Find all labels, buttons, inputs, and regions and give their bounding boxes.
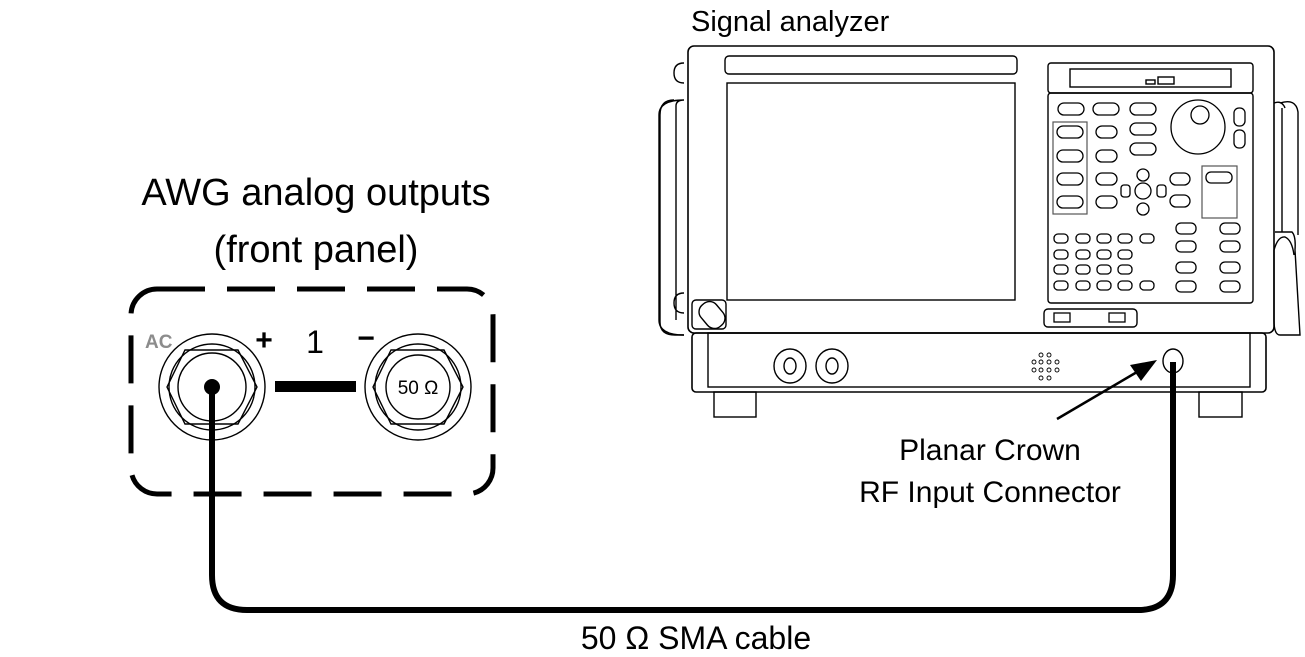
awg-front-panel: AWG analog outputs (front panel) AC + 1 … [128,172,496,497]
awg-panel-outline [128,286,496,497]
channel-number: 1 [306,324,324,360]
termination-label: 50 Ω [398,378,439,399]
rf-input-connector[interactable] [1162,348,1184,374]
awg-negative-output-connector[interactable]: 50 Ω [364,333,472,441]
channel-bar [275,381,356,392]
awg-title-line1: AWG analog outputs [141,172,490,214]
connector-label-line2: RF Input Connector [859,476,1121,509]
left-handle [658,62,685,336]
disk-drive [1069,68,1232,88]
awg-title-line2: (front panel) [214,229,419,271]
callout-arrowhead [1130,360,1157,381]
connector-label-line1: Planar Crown [899,434,1081,467]
minus-label: − [357,322,375,355]
rotary-knob[interactable] [1170,99,1226,155]
right-handle [1273,100,1301,336]
power-button[interactable] [691,298,729,332]
front-bnc-connectors[interactable] [773,348,849,384]
plus-label: + [255,324,273,357]
signal-analyzer: Signal analyzer [658,6,1301,418]
rf-connector-callout: Planar Crown RF Input Connector [859,360,1157,509]
foot-right [1198,391,1243,418]
cable-label: 50 Ω SMA cable [581,620,811,656]
sma-cable[interactable] [209,362,1176,613]
foot-left [713,391,757,418]
front-panel-buttons[interactable] [1052,99,1246,293]
analyzer-screen [726,82,1016,301]
speaker-grille [1031,352,1060,381]
keypad-panel [1047,92,1254,304]
ac-label: AC [145,332,173,353]
analyzer-title: Signal analyzer [691,6,890,38]
center-pin [204,379,220,395]
